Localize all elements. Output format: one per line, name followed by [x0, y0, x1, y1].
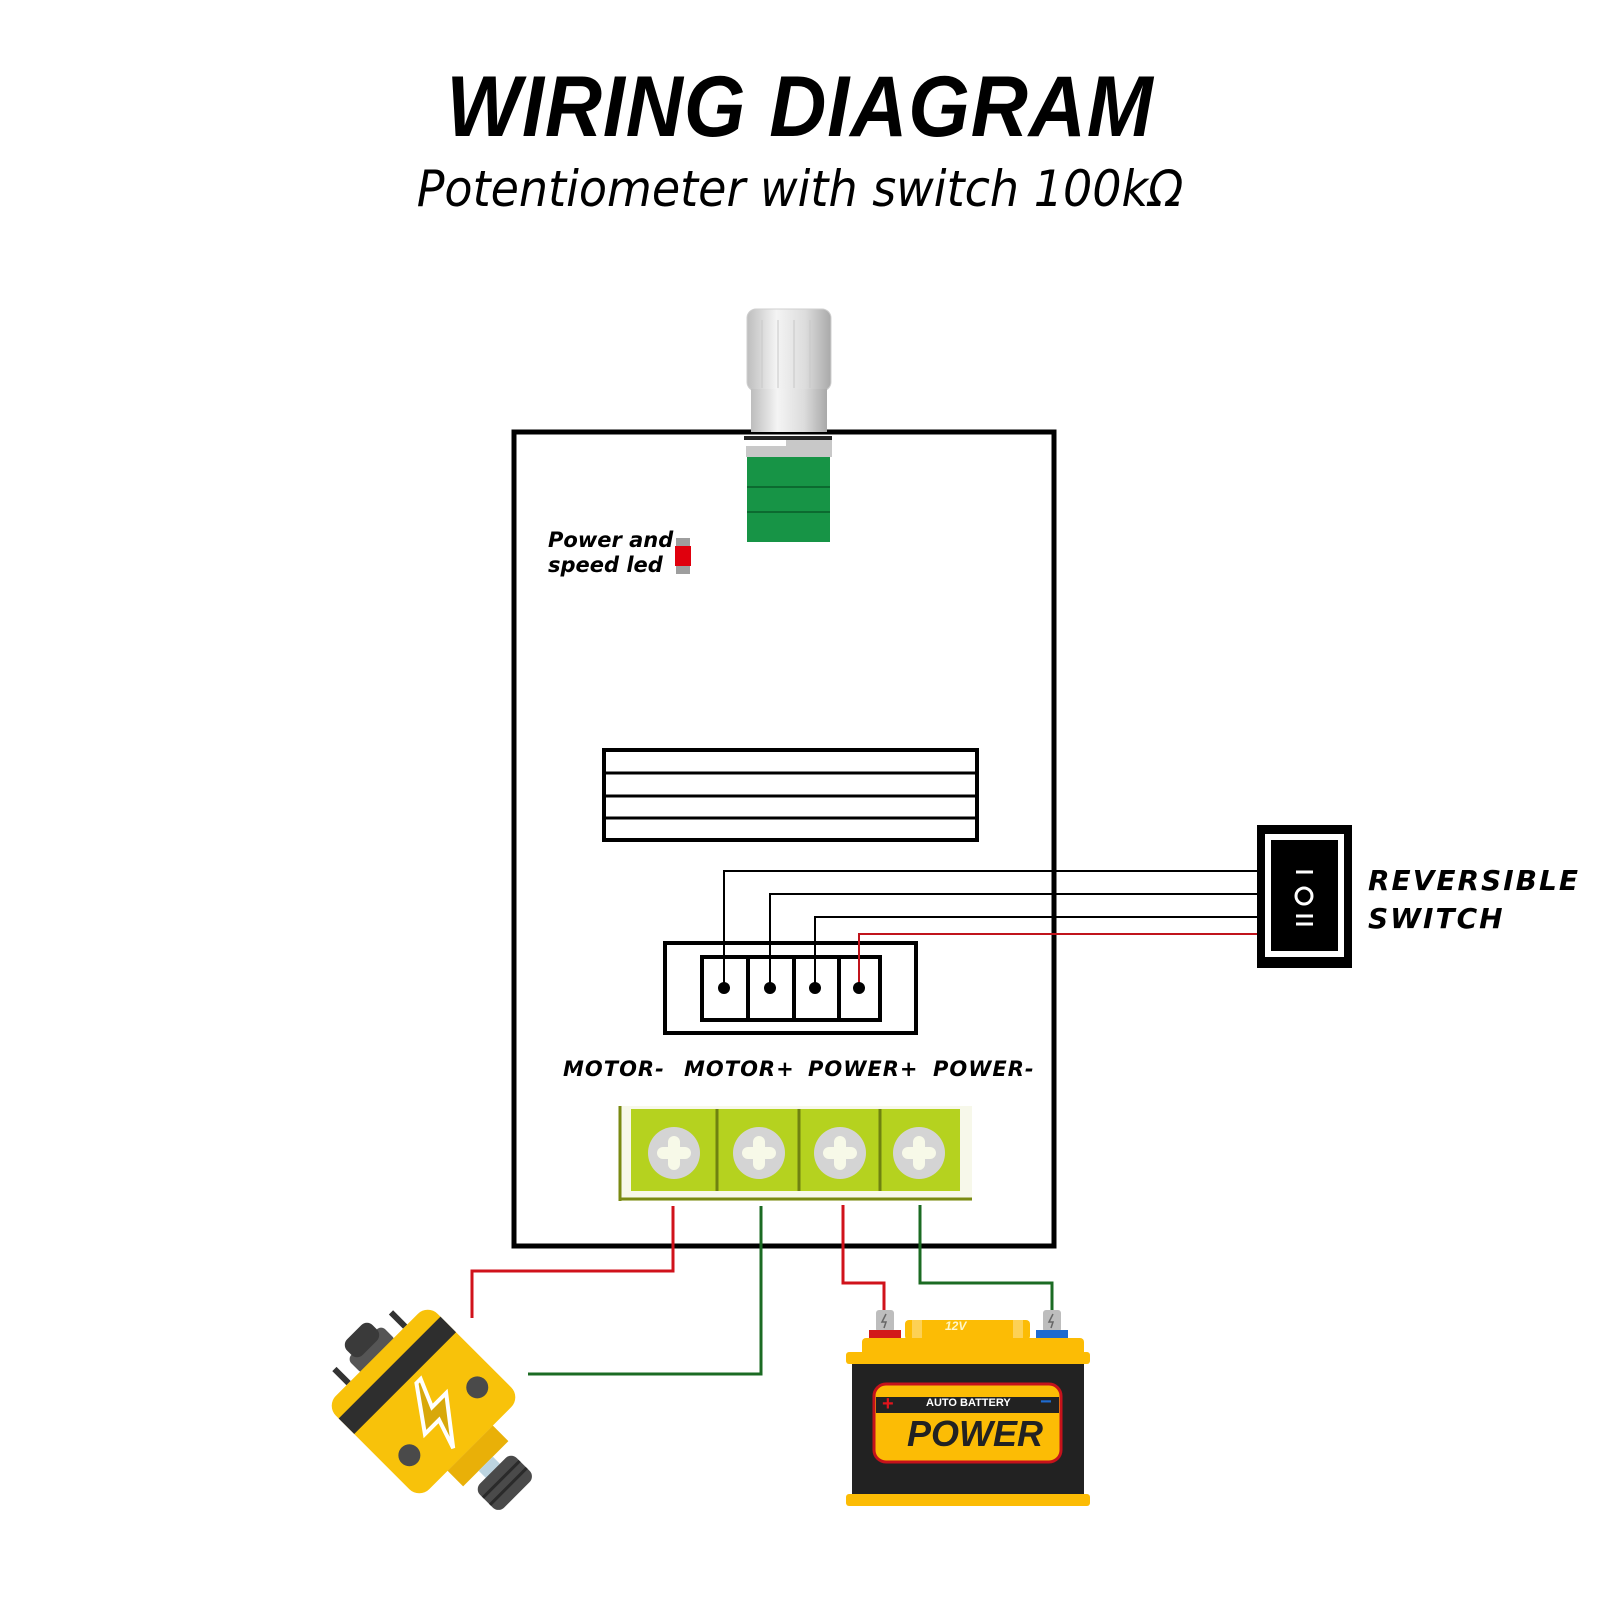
- terminal-label-power-negative: POWER-: [933, 1057, 1035, 1081]
- knob-cap[interactable]: [746, 308, 832, 392]
- battery-voltage: 12V: [945, 1319, 967, 1333]
- switch-wire-2: [769, 893, 1258, 988]
- switch-wire-1: [723, 870, 1258, 988]
- heatsink-slots: [602, 748, 979, 842]
- reversible-switch-label: REVERSIBLE SWITCH: [1368, 862, 1580, 938]
- lightning-bolt-icon: [414, 1375, 456, 1450]
- battery-positive-terminal: [869, 1330, 901, 1338]
- potentiometer-body: [747, 457, 830, 542]
- terminal-bolt-icon: [1047, 1313, 1055, 1329]
- switch-position-mark-off: [1294, 886, 1314, 906]
- switch-header-pins: [718, 982, 865, 994]
- switch-wire-3: [814, 916, 1258, 988]
- potentiometer-knob[interactable]: [744, 308, 832, 542]
- screw-cross-icon: [753, 1136, 765, 1170]
- switch-wire-4: [858, 933, 1258, 988]
- terminal-label-motor-positive: MOTOR+: [684, 1057, 795, 1081]
- wire-motor-positive: [528, 1206, 763, 1376]
- terminal-label-motor-negative: MOTOR-: [563, 1057, 665, 1081]
- terminal-screw-motor-pos[interactable]: [733, 1127, 785, 1179]
- wire-power-negative: [918, 1205, 1054, 1312]
- diagram-title: WIRING DIAGRAM: [446, 59, 1154, 155]
- terminal-label-power-positive: POWER+: [808, 1057, 919, 1081]
- led-label: Power and speed led: [548, 528, 673, 578]
- wire-motor-negative: [470, 1206, 675, 1318]
- reversible-switch[interactable]: [1257, 825, 1352, 968]
- battery-negative-terminal: [1036, 1330, 1068, 1338]
- knob-shaft: [751, 389, 827, 432]
- screw-cross-icon: [913, 1136, 925, 1170]
- switch-label-line2: SWITCH: [1368, 902, 1505, 935]
- terminal-screw-power-neg[interactable]: [893, 1127, 945, 1179]
- screw-cross-icon: [668, 1136, 680, 1170]
- wire-power-positive: [841, 1205, 886, 1312]
- led-label-line1: Power and: [548, 528, 674, 552]
- diagram-subtitle: Potentiometer with switch 100kΩ: [416, 160, 1184, 218]
- switch-label-line1: REVERSIBLE: [1368, 864, 1580, 897]
- battery-main-text: POWER: [907, 1413, 1044, 1454]
- terminal-screw-motor-neg[interactable]: [648, 1127, 700, 1179]
- battery-12v: [846, 1310, 1090, 1506]
- screw-terminal-block: [618, 1106, 972, 1201]
- switch-wires: [723, 870, 1258, 988]
- power-speed-led: [675, 538, 691, 574]
- battery-brand-line: AUTO BATTERY: [926, 1397, 1011, 1409]
- battery-minus-symbol: −: [1040, 1391, 1052, 1413]
- terminal-bolt-icon: [880, 1313, 888, 1329]
- led-label-line2: speed led: [548, 553, 663, 577]
- terminal-screw-power-pos[interactable]: [814, 1127, 866, 1179]
- output-wires: [470, 1205, 1054, 1376]
- battery-plus-symbol: +: [882, 1393, 894, 1415]
- dc-motor: [331, 1309, 532, 1510]
- screw-cross-icon: [834, 1136, 846, 1170]
- switch-header-connector: [663, 941, 918, 1035]
